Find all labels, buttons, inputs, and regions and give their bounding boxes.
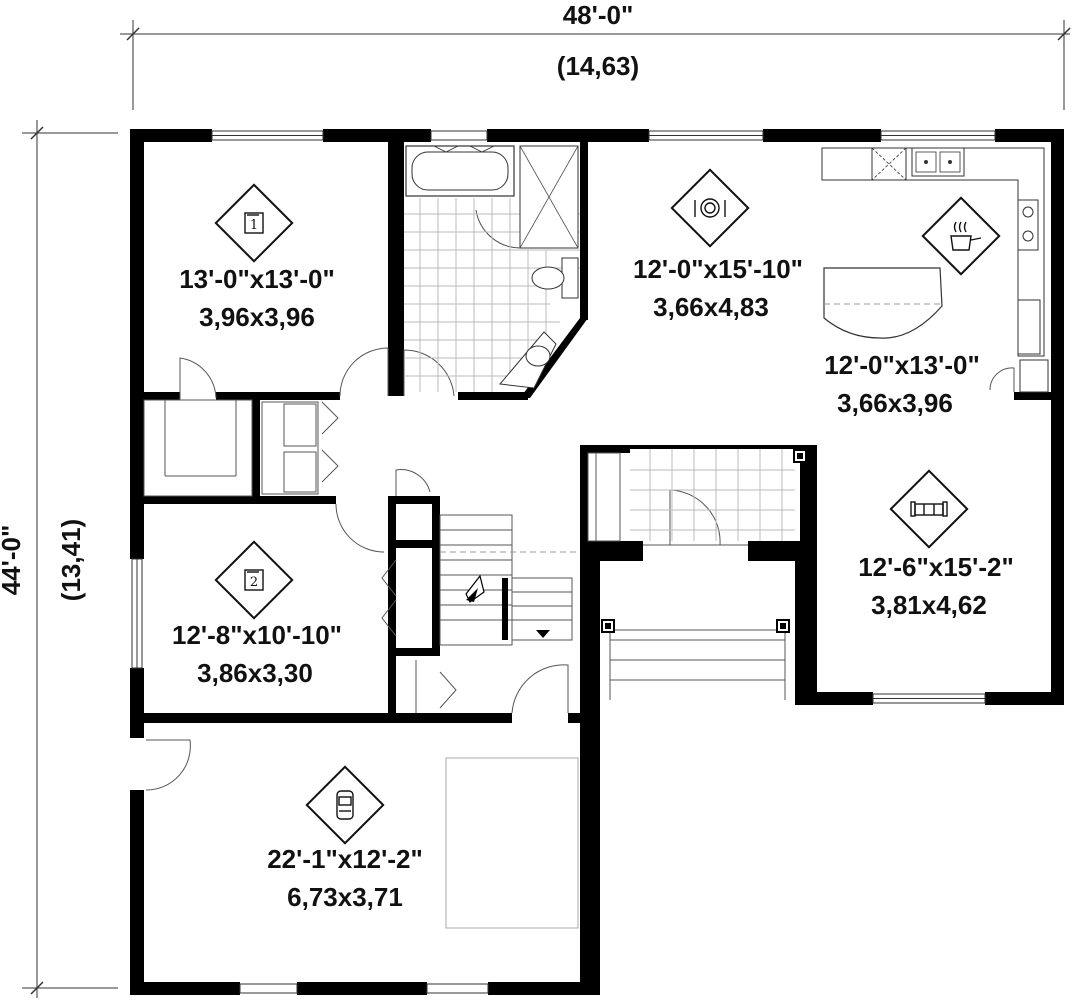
doors xyxy=(145,209,1015,791)
car-icon xyxy=(305,765,385,845)
living-size-imperial: 12'-6"x15'-2" xyxy=(858,552,1014,582)
stove-icon xyxy=(1017,199,1039,251)
bedroom-1-size-metric: 3,96x3,96 xyxy=(199,302,315,332)
dining-plate-icon xyxy=(670,168,750,248)
kitchen-pot-icon xyxy=(921,196,1001,276)
bathtub-icon xyxy=(405,145,515,197)
kitchen-size-imperial: 12'-0"x13'-0" xyxy=(824,350,980,380)
width-dimension: 48'-0" (14,63) xyxy=(120,0,1071,110)
shower-icon xyxy=(519,145,579,249)
bathroom xyxy=(404,145,580,392)
entry-foyer xyxy=(587,449,807,546)
bedroom-2-icon: 2 xyxy=(214,540,294,620)
interior-walls xyxy=(130,140,1051,723)
room-bedroom-2-label: 12'-8"x10'-10" 3,86x3,30 xyxy=(172,620,342,688)
garage-size-metric: 6,73x3,71 xyxy=(287,882,403,912)
room-living-label: 12'-6"x15'-2" 3,81x4,62 xyxy=(858,552,1014,620)
sofa-icon xyxy=(889,469,969,549)
windows xyxy=(131,130,996,994)
depth-dimension: 44'-0" (13,41) xyxy=(0,120,118,998)
dining-size-imperial: 12'-0"x15'-10" xyxy=(633,254,803,284)
exterior-walls xyxy=(130,129,1064,995)
toilet-icon xyxy=(531,257,579,299)
living-size-metric: 3,81x4,62 xyxy=(871,590,987,620)
closets xyxy=(143,399,457,713)
bathroom-tile-floor xyxy=(404,198,580,392)
bedroom-1-number: 1 xyxy=(250,218,258,233)
room-kitchen-label: 12'-0"x13'-0" 3,66x3,96 xyxy=(824,350,980,418)
kitchen-sink-icon xyxy=(911,147,965,177)
bedroom-2-size-metric: 3,86x3,30 xyxy=(197,658,313,688)
kitchen-island xyxy=(823,267,943,339)
room-dining-label: 12'-0"x15'-10" 3,66x4,83 xyxy=(633,254,803,322)
pantry-closet xyxy=(1019,359,1049,393)
width-metric: (14,63) xyxy=(557,51,639,81)
sink-icon xyxy=(499,331,557,389)
garage-size-imperial: 22'-1"x12'-2" xyxy=(267,844,423,874)
fridge-icon xyxy=(1017,299,1041,355)
garage-floor xyxy=(445,757,579,929)
depth-imperial: 44'-0" xyxy=(0,525,26,596)
depth-metric: (13,41) xyxy=(56,519,86,601)
bedroom-1-size-imperial: 13'-0"x13'-0" xyxy=(179,264,335,294)
room-bedroom-1-label: 13'-0"x13'-0" 3,96x3,96 xyxy=(179,264,335,332)
bedroom-2-size-imperial: 12'-8"x10'-10" xyxy=(172,620,342,650)
room-garage-label: 22'-1"x12'-2" 6,73x3,71 xyxy=(267,844,423,912)
kitchen-size-metric: 3,66x3,96 xyxy=(837,388,953,418)
dishwasher-icon xyxy=(871,147,907,181)
kitchen-counters xyxy=(821,147,1049,393)
dining-size-metric: 3,66x4,83 xyxy=(653,292,769,322)
stairs xyxy=(439,514,580,646)
front-porch xyxy=(601,619,790,700)
bedroom-2-number: 2 xyxy=(250,575,258,590)
width-imperial: 48'-0" xyxy=(563,0,634,30)
bedroom-1-icon: 1 xyxy=(214,183,294,263)
